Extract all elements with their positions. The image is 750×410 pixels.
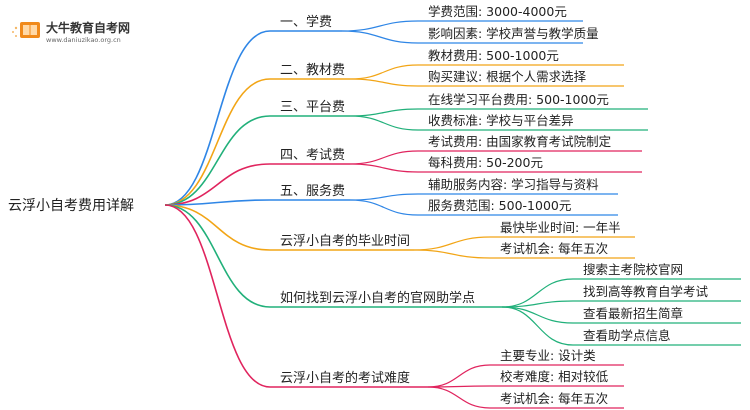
leaf-label: 搜索主考院校官网 [583, 262, 683, 277]
leaf-edge [427, 386, 491, 409]
leaf-label: 在线学习平台费用: 500-1000元 [428, 92, 609, 107]
logo-url: www.daniuzikao.org.cn [46, 36, 121, 44]
site-logo: 大牛教育自考网 www.daniuzikao.org.cn [12, 20, 130, 44]
branch-label: 一、学费 [280, 14, 332, 30]
branch-edge [164, 199, 271, 206]
leaf-edge [349, 199, 419, 216]
leaf-edge [413, 249, 491, 259]
leaf-edge [341, 20, 419, 32]
leaf-label: 考试费用: 由国家教育考试院制定 [428, 134, 611, 149]
branch-label: 三、平台费 [280, 100, 345, 115]
branch-edge [164, 115, 271, 206]
leaf-label: 查看助学点信息 [583, 328, 671, 343]
leaf-edge [413, 236, 491, 251]
leaf-edge [501, 278, 574, 308]
leaf-label: 学费范围: 3000-4000元 [428, 4, 567, 19]
leaf-edge [349, 193, 419, 201]
branch-label: 云浮小自考的毕业时间 [280, 233, 410, 249]
leaf-label: 校考难度: 相对较低 [500, 369, 609, 384]
leaf-label: 考试机会: 每年五次 [500, 391, 608, 406]
branch-edge [164, 204, 271, 388]
leaf-edge [349, 163, 419, 173]
leaf-edge [349, 78, 419, 87]
branch-edge [164, 163, 271, 206]
leaf-label: 找到高等教育自学考试 [583, 284, 709, 299]
leaf-label: 服务费范围: 500-1000元 [428, 198, 571, 213]
leaf-label: 最快毕业时间: 一年半 [500, 220, 621, 235]
branch-edge [164, 78, 271, 206]
leaf-edge [341, 30, 419, 44]
logo-title: 大牛教育自考网 [46, 20, 130, 35]
leaf-label: 主要专业: 设计类 [500, 348, 596, 363]
leaf-edge [349, 115, 419, 131]
leaf-edge [349, 64, 419, 80]
branch-label: 云浮小自考的考试难度 [280, 370, 410, 386]
leaf-edge [349, 108, 419, 117]
branch-label: 如何找到云浮小自考的官网助学点 [280, 290, 475, 306]
branch-label: 四、考试费 [280, 148, 345, 163]
root-node-label: 云浮小自考费用详解 [8, 198, 134, 214]
branch-edge [164, 30, 271, 206]
leaf-edge [501, 306, 574, 324]
leaf-label: 购买建议: 根据个人需求选择 [428, 69, 587, 84]
leaf-edge [501, 306, 574, 346]
leaf-label: 考试机会: 每年五次 [500, 241, 608, 256]
leaf-label: 辅助服务内容: 学习指导与资料 [428, 177, 599, 192]
leaf-label: 收费标准: 学校与平台差异 [428, 113, 574, 128]
branch-edge [164, 204, 271, 251]
leaf-label: 每科费用: 50-200元 [428, 155, 543, 170]
leaf-edge [427, 364, 491, 388]
leaf-label: 影响因素: 学校声誉与教学质量 [428, 26, 599, 41]
leaf-edge [349, 150, 419, 165]
book-logo-icon [12, 22, 40, 38]
leaf-label: 教材费用: 500-1000元 [428, 48, 559, 63]
leaf-label: 查看最新招生简章 [583, 306, 683, 321]
branch-edge [164, 204, 271, 308]
branch-label: 五、服务费 [280, 183, 345, 199]
branch-label: 二、教材费 [280, 62, 345, 78]
